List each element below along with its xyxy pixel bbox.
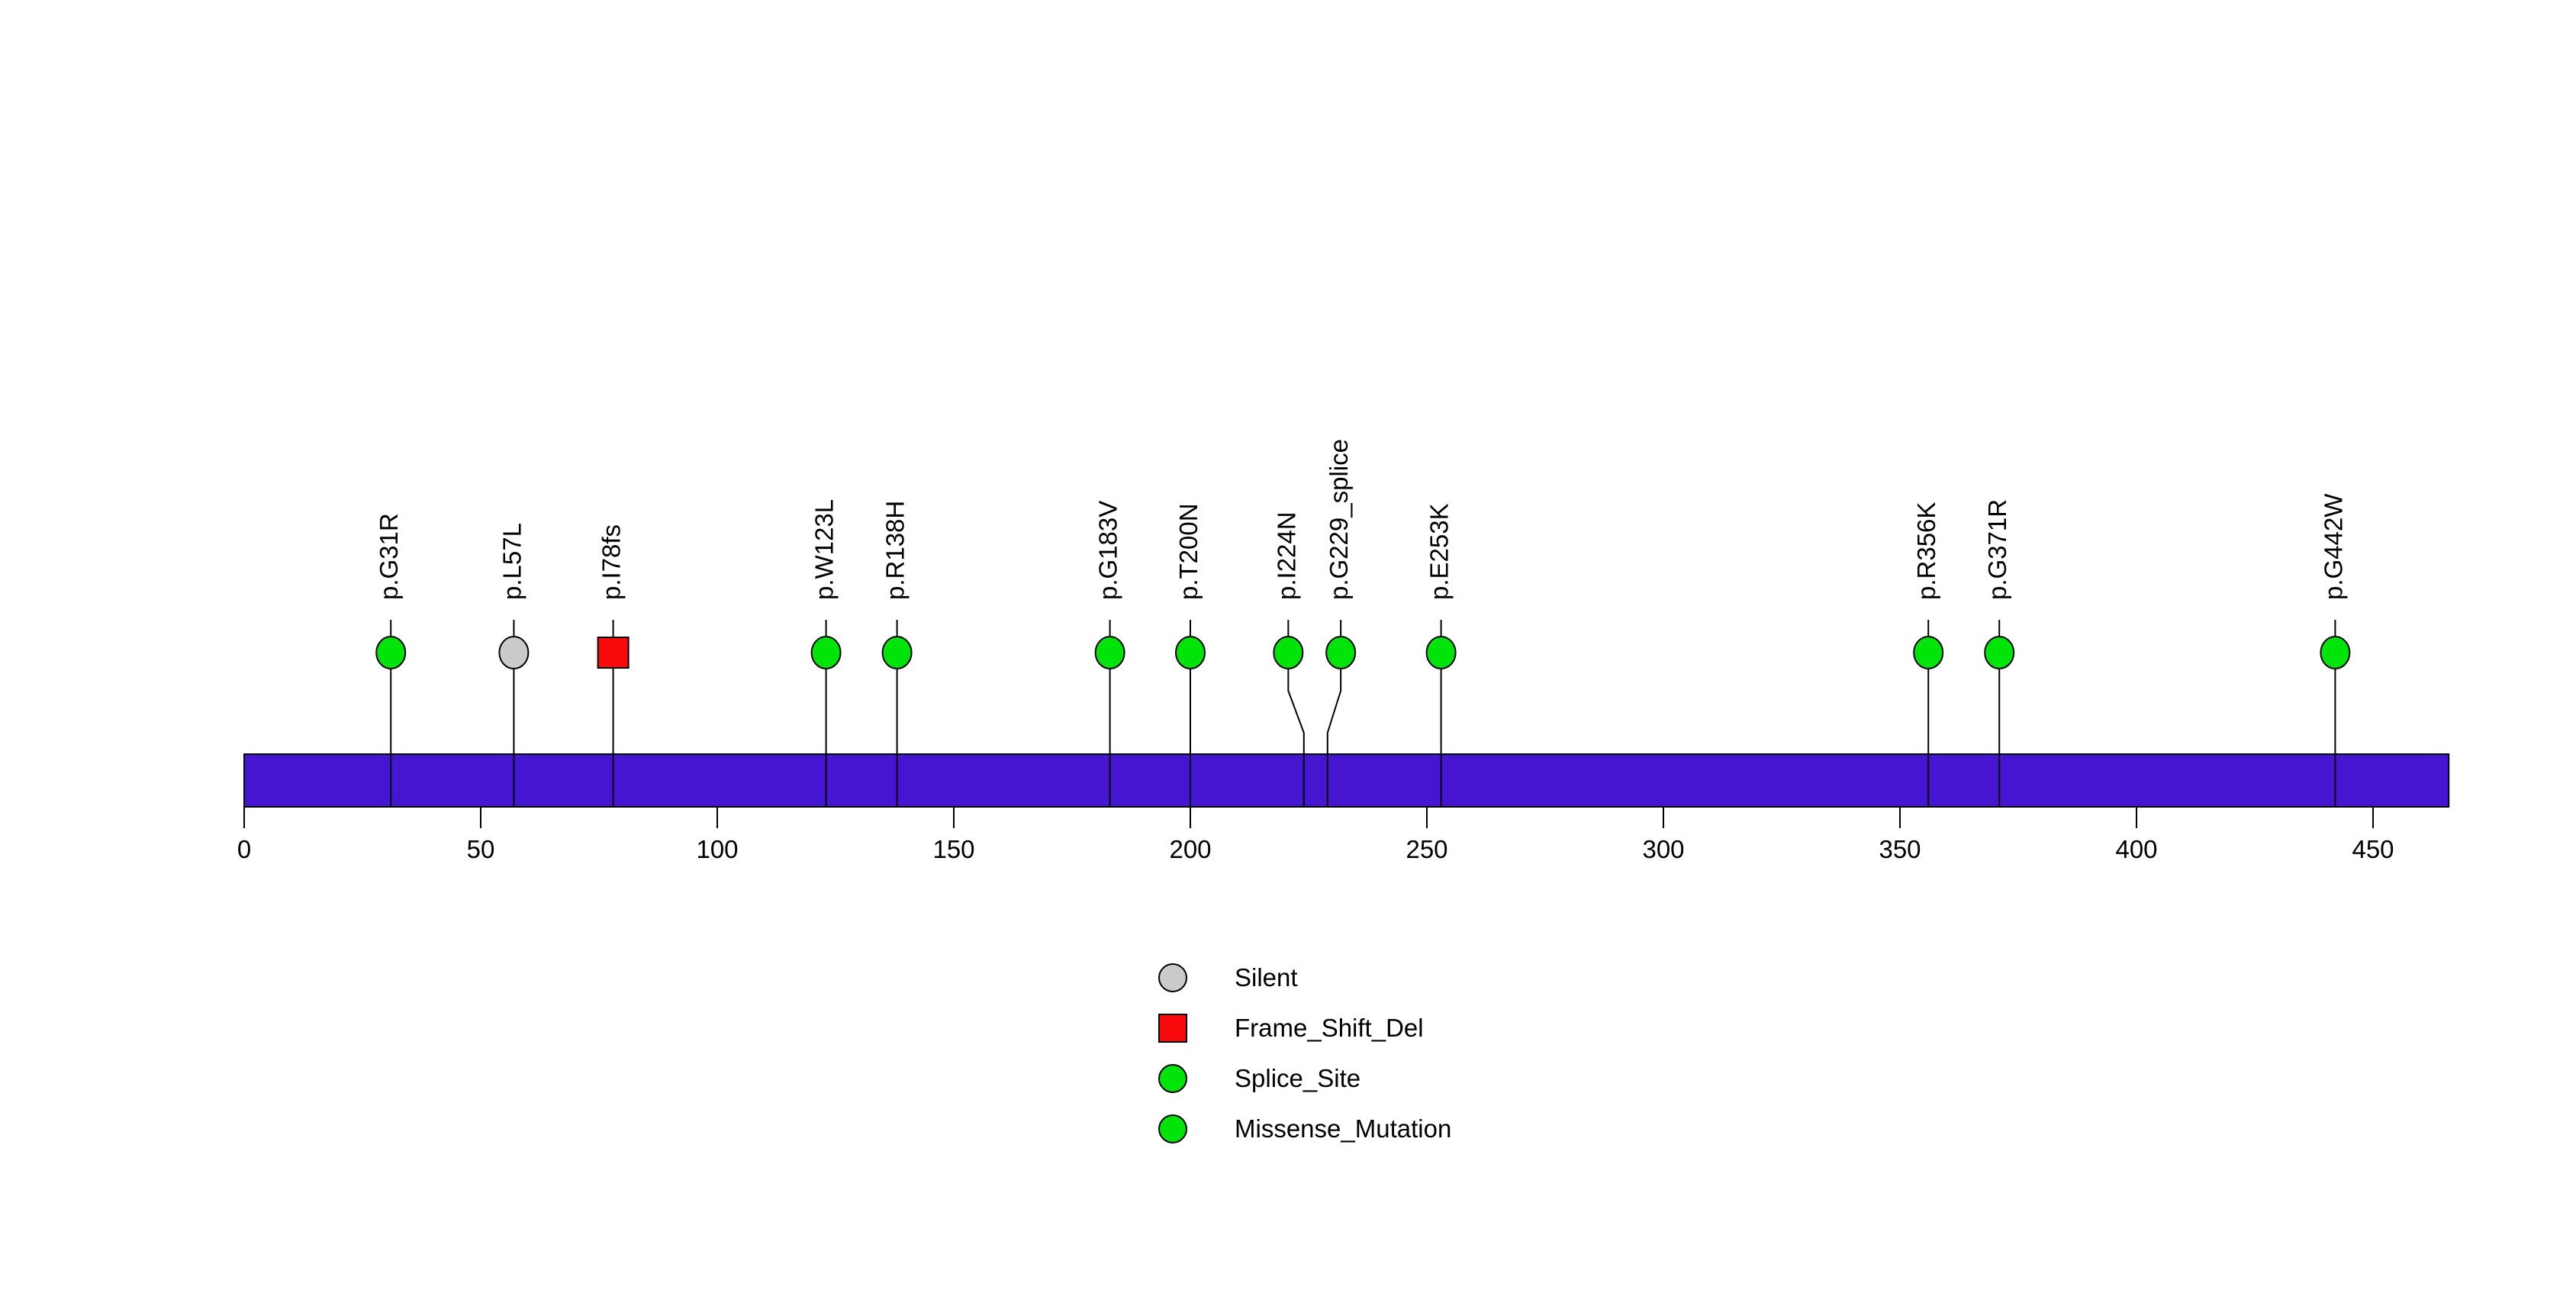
axis-tick-label: 450 bbox=[2352, 835, 2394, 863]
mutation-label: p.L57L bbox=[497, 523, 526, 600]
axis-tick-label: 250 bbox=[1406, 835, 1447, 863]
axis-tick-label: 50 bbox=[467, 835, 495, 863]
legend-symbol-silent bbox=[1158, 963, 1187, 992]
mutation-label: p.I78fs bbox=[597, 524, 626, 600]
axis-tick-label: 150 bbox=[932, 835, 974, 863]
mutation-label: p.G183V bbox=[1094, 501, 1122, 600]
axis-tick-label: 400 bbox=[2115, 835, 2157, 863]
lollipop-marker bbox=[1175, 636, 1206, 669]
legend-symbol-frame-shift-del bbox=[1158, 1014, 1187, 1043]
mutation-label: p.G371R bbox=[1983, 499, 2011, 600]
lollipop-marker bbox=[597, 637, 630, 669]
legend-label: Missense_Mutation bbox=[1235, 1114, 1452, 1143]
legend-item: Frame_Shift_Del bbox=[1158, 1003, 1451, 1053]
legend-item: Splice_Site bbox=[1158, 1053, 1451, 1104]
lollipop-marker bbox=[1273, 636, 1304, 669]
mutation-label: p.G229_splice bbox=[1325, 439, 1353, 600]
protein-bar bbox=[243, 753, 2450, 808]
mutation-label: p.G442W bbox=[2319, 493, 2347, 600]
legend: Silent Frame_Shift_Del Splice_Site Misse… bbox=[1158, 953, 1451, 1154]
axis-tick-label: 100 bbox=[696, 835, 738, 863]
axis-tick-label: 350 bbox=[1879, 835, 1921, 863]
lollipop-marker bbox=[1913, 636, 1944, 669]
lollipop-marker bbox=[1425, 636, 1457, 669]
axis-tick-label: 200 bbox=[1169, 835, 1211, 863]
axis-tick-label: 300 bbox=[1642, 835, 1684, 863]
axis-tick-label: 0 bbox=[237, 835, 251, 863]
mutation-label: p.R356K bbox=[1912, 502, 1940, 600]
mutation-label: p.W123L bbox=[810, 499, 839, 600]
legend-label: Silent bbox=[1235, 963, 1298, 992]
legend-label: Splice_Site bbox=[1235, 1064, 1361, 1092]
lollipop-marker bbox=[375, 636, 407, 669]
legend-label: Frame_Shift_Del bbox=[1235, 1014, 1424, 1042]
lollipop-marker bbox=[498, 636, 530, 669]
legend-symbol-missense-mutation bbox=[1158, 1114, 1187, 1143]
mutation-label: p.T200N bbox=[1174, 503, 1203, 600]
lollipop-marker bbox=[2320, 636, 2351, 669]
mutation-label: p.G31R bbox=[375, 513, 403, 600]
lollipop-marker bbox=[1325, 636, 1357, 669]
lollipop-marker bbox=[810, 636, 842, 669]
legend-symbol-splice-site bbox=[1158, 1064, 1187, 1093]
mutation-label: p.E253K bbox=[1425, 503, 1454, 600]
lollipop-marker bbox=[1984, 636, 2015, 669]
lollipop-marker bbox=[881, 636, 913, 669]
mutation-label: p.R138H bbox=[881, 501, 910, 600]
legend-item: Silent bbox=[1158, 953, 1451, 1003]
legend-item: Missense_Mutation bbox=[1158, 1104, 1451, 1154]
mutation-label: p.I224N bbox=[1272, 511, 1300, 600]
lollipop-marker bbox=[1094, 636, 1125, 669]
